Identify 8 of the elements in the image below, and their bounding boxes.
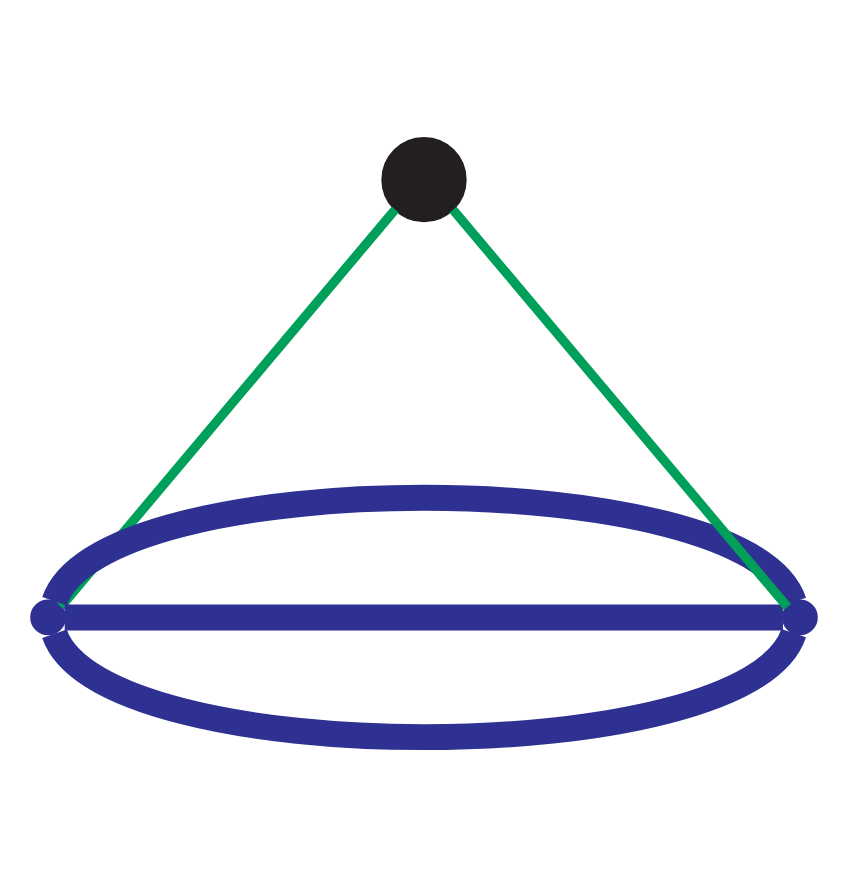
- node-point: [30, 598, 66, 635]
- connector: [57, 205, 399, 609]
- connector: [64, 603, 783, 630]
- node-circle: [381, 136, 467, 222]
- connector: [44, 483, 805, 609]
- node-point: [782, 598, 818, 635]
- connector: [44, 624, 805, 749]
- connector: [449, 205, 791, 610]
